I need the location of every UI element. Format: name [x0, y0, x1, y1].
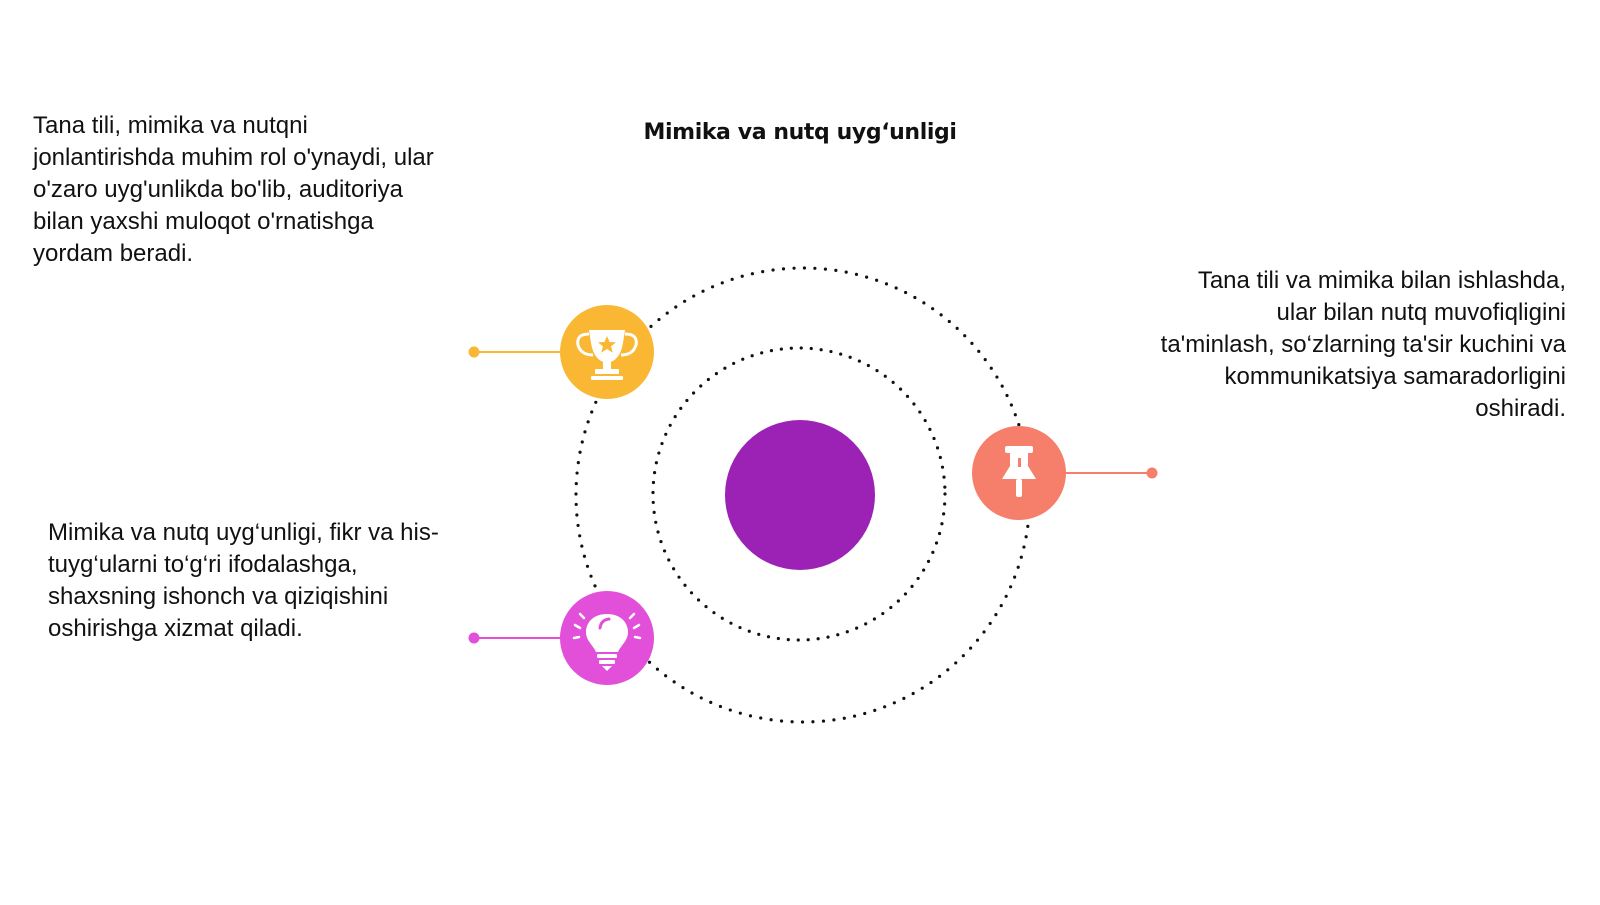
text-block-right: Tana tili va mimika bilan ishlashda, ula…	[1160, 267, 1566, 422]
lightbulb-icon	[572, 612, 642, 671]
connector-dot-bottom-left	[468, 632, 480, 644]
node-top-left	[560, 305, 654, 399]
inner-orbit	[651, 346, 947, 642]
node-bottom-left	[560, 591, 654, 685]
text-block-top-left: Tana tili, mimika va nutqni jonlantirish…	[33, 112, 434, 267]
diagram-title: Mimika va nutq uyg‘unligi	[643, 120, 957, 145]
pushpin-icon	[1002, 446, 1036, 497]
text-block-bottom-left: Mimika va nutq uyg‘unligi, fikr va his-t…	[48, 519, 439, 642]
node-right	[972, 426, 1066, 520]
center-circle	[725, 420, 875, 570]
trophy-icon	[576, 330, 638, 380]
connector-dot-top-left	[468, 346, 480, 358]
connector-dot-right	[1146, 467, 1158, 479]
